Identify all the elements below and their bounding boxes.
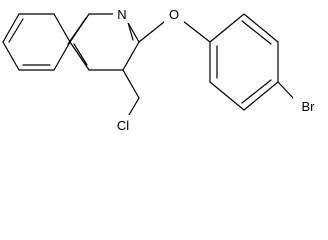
bond — [209, 13, 245, 43]
chlorine-atom-label: Cl — [117, 118, 129, 133]
atom-labels: N O Cl Br — [107, 4, 323, 135]
bond-layer — [2, 13, 296, 126]
bond — [67, 17, 87, 45]
bond — [277, 81, 296, 101]
bond — [241, 79, 272, 104]
bond — [2, 13, 20, 43]
oxygen-label-bg — [164, 4, 184, 23]
bond — [122, 41, 140, 71]
bond — [73, 43, 88, 66]
bond — [243, 13, 279, 43]
bond — [122, 69, 140, 99]
bromine-label-bg — [293, 96, 323, 116]
bromine-atom-label: Br — [302, 99, 316, 114]
chemical-structure-diagram: N O Cl Br — [2, 4, 323, 135]
bond — [209, 81, 245, 111]
bond — [69, 41, 90, 71]
bond — [2, 41, 20, 71]
bond — [241, 20, 272, 45]
nitrogen-label-bg — [113, 4, 131, 23]
structure-canvas: N O Cl Br — [2, 4, 323, 135]
nitrogen-atom-label: N — [117, 7, 126, 22]
bond — [8, 18, 24, 43]
oxygen-atom-label: O — [169, 7, 179, 22]
bond — [53, 41, 71, 71]
chlorine-label-bg — [107, 115, 139, 135]
bond — [243, 81, 279, 111]
bond — [53, 13, 71, 43]
